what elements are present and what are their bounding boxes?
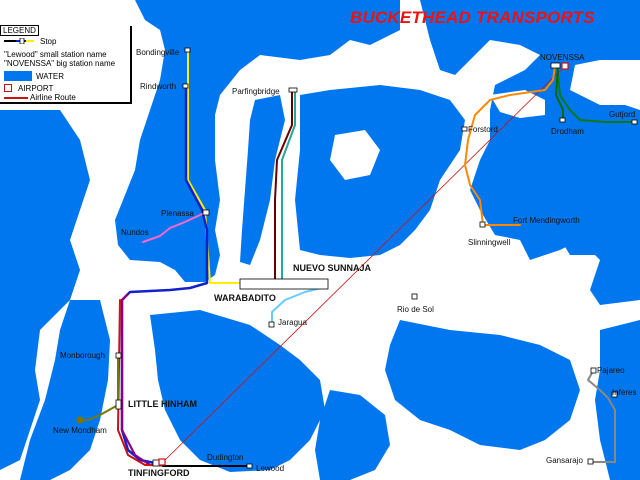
water-northwest xyxy=(115,0,400,282)
water-south-west-small xyxy=(315,390,390,480)
stop-inferes[interactable] xyxy=(611,391,618,398)
legend-stop-label: Stop xyxy=(40,37,57,46)
water-island-gap xyxy=(240,95,285,265)
label-tinfingford: TINFINGFORD xyxy=(128,468,190,478)
stop-jaragua[interactable] xyxy=(268,321,275,328)
transit-lines xyxy=(79,49,636,467)
stop-novenssa[interactable] xyxy=(550,62,561,69)
line-olive xyxy=(79,355,119,421)
label-rio-de-sol: Rio de Sol xyxy=(397,305,434,314)
label-drodham: Drodham xyxy=(551,127,584,136)
station-stops xyxy=(76,47,638,469)
water-southwest xyxy=(0,110,90,470)
label-bondingville: Bondingville xyxy=(136,48,180,57)
stop-bondingville[interactable] xyxy=(184,47,191,53)
airport-tinfingford[interactable] xyxy=(158,458,166,466)
water-west-bay xyxy=(20,300,110,480)
water-north-center xyxy=(295,85,465,258)
stop-gansarajo[interactable] xyxy=(587,458,594,465)
line-lightblue xyxy=(271,286,326,326)
legend-airline-swatch xyxy=(4,97,28,99)
legend-title: LEGEND xyxy=(0,25,39,36)
label-slinningwell: Slinningwell xyxy=(468,238,511,247)
stop-drodham[interactable] xyxy=(559,117,566,123)
label-plenassa: Plenassa xyxy=(161,209,194,218)
label-parfingbridge: Parfingbridge xyxy=(232,87,280,96)
label-monborough: Monborough xyxy=(60,351,105,360)
stop-nuevo-sunnaja[interactable] xyxy=(239,278,329,290)
stop-lewood[interactable] xyxy=(246,463,253,469)
label-dudington: Dudington xyxy=(207,453,244,462)
line-orange xyxy=(464,65,556,226)
stop-slinningwell[interactable] xyxy=(479,221,486,228)
label-inferes: Inferes xyxy=(612,388,637,397)
stop-little-hinham[interactable] xyxy=(115,399,122,410)
water-southeast-corner xyxy=(595,320,640,480)
map-title: BUCKETHEAD TRANSPORTS xyxy=(350,8,595,27)
legend-water-label: WATER xyxy=(36,72,64,81)
label-little-hinham: LITTLE HINHAM xyxy=(128,399,197,409)
stop-parfingbridge[interactable] xyxy=(288,87,298,93)
line-pink xyxy=(142,211,208,243)
stop-gutjord[interactable] xyxy=(631,119,638,125)
line-gray xyxy=(587,370,616,463)
line-blue xyxy=(120,84,209,465)
label-gutjord: Gutjord xyxy=(609,110,636,119)
label-rindworth: Rindworth xyxy=(140,82,177,91)
line-green xyxy=(556,65,636,123)
stop-rio-de-sol[interactable] xyxy=(411,293,418,300)
label-forstord: Forstord xyxy=(468,125,498,134)
stop-forstord[interactable] xyxy=(461,126,468,132)
label-new-mondham: New Mondham xyxy=(53,426,107,435)
label-nundos: Nundos xyxy=(121,228,149,237)
island-central xyxy=(330,130,380,180)
legend-small-station: "Lewood" small station name xyxy=(4,50,107,59)
label-novenssa: NOVENSSA xyxy=(540,53,585,62)
water-south-central xyxy=(150,310,325,472)
stop-pajareo[interactable] xyxy=(590,367,597,374)
legend-airline-label: Airline Route xyxy=(30,93,76,102)
label-gansarajo: Gansarajo xyxy=(546,456,583,465)
stop-plenassa[interactable] xyxy=(202,209,210,216)
legend-water-swatch xyxy=(4,71,32,81)
label-nuevo-sunnaja: NUEVO SUNNAJA xyxy=(293,263,372,273)
legend-airport-label: AIRPORT xyxy=(18,84,54,93)
label-jaragua: Jaragua xyxy=(278,318,307,327)
water-south-east xyxy=(385,320,580,450)
label-lewood: Lewood xyxy=(256,464,285,473)
legend-stop-icon xyxy=(4,38,34,44)
legend-airport-icon xyxy=(4,84,12,92)
water-east-inlet xyxy=(510,130,610,255)
label-fort-mendingworth: Fort Mendingworth xyxy=(513,216,580,225)
line-darkgreen xyxy=(555,65,564,121)
label-warabadito: WARABADITO xyxy=(214,293,276,303)
legend-panel: LEGEND Stop "Lewood" small station name … xyxy=(0,25,132,104)
stop-new-mondham[interactable] xyxy=(76,416,84,424)
airline-route-line xyxy=(161,65,566,464)
stop-monborough[interactable] xyxy=(115,352,122,359)
airport-novenssa[interactable] xyxy=(561,62,569,70)
label-pajareo: Pajareo xyxy=(597,366,625,375)
stop-rindworth[interactable] xyxy=(182,83,189,89)
legend-big-station: "NOVENSSA" big station name xyxy=(4,59,116,68)
